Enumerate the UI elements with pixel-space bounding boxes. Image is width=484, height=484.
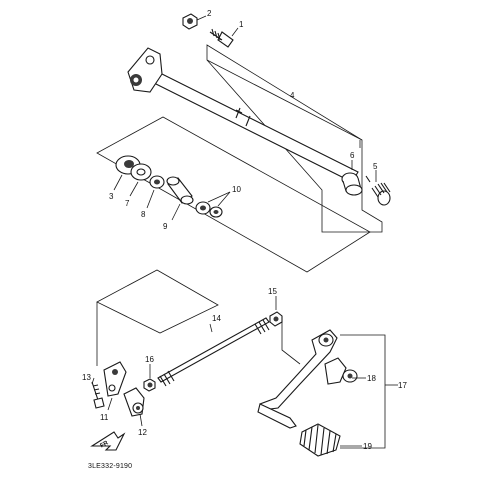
seal-part-10 [195, 201, 223, 218]
locknut-part-15 [269, 311, 283, 327]
shaft-assembly-frame [206, 44, 383, 233]
spacer-parts-frame [96, 116, 371, 273]
callout-11: 11 [100, 413, 109, 422]
tie-rod [157, 317, 270, 387]
callout-14: 14 [212, 314, 221, 323]
return-spring [365, 175, 391, 206]
shift-pedal [257, 329, 338, 429]
circlip-part-8 [149, 175, 165, 189]
callout-8: 8 [141, 210, 146, 219]
callout-4: 4 [290, 91, 295, 100]
callout-5: 5 [373, 162, 378, 171]
callout-15: 15 [268, 287, 277, 296]
shift-shaft [127, 47, 359, 183]
front-direction-indicator: FR [90, 431, 126, 451]
front-indicator-label: FR [100, 440, 110, 449]
washer-part-7 [130, 163, 152, 181]
bushing-part-9 [166, 176, 194, 205]
pedal-joint-18 [324, 357, 358, 385]
callout-16: 16 [145, 355, 154, 364]
callout-18: 18 [367, 374, 376, 383]
callout-9: 9 [163, 222, 168, 231]
bolt-part-13 [91, 381, 105, 409]
bolt-part-upper [209, 28, 234, 48]
callout-19: 19 [363, 442, 372, 451]
callout-6: 6 [350, 151, 355, 160]
pedal-frame [340, 334, 386, 449]
callout-3: 3 [109, 192, 114, 201]
nut-part [182, 13, 198, 30]
callout-7: 7 [125, 199, 130, 208]
locknut-part-16 [143, 378, 156, 392]
callout-2: 2 [207, 9, 212, 18]
pedal-arm-frame [281, 320, 301, 365]
leader-lines [91, 15, 377, 447]
callout-12: 12 [138, 428, 147, 437]
callout-1: 1 [239, 20, 244, 29]
linkage-lever [103, 361, 127, 397]
callout-17: 17 [398, 381, 407, 390]
part-code-label: 3LE332-9190 [88, 463, 132, 470]
ball-joint-12 [123, 387, 145, 417]
linkage-frame [96, 269, 219, 334]
callout-10: 10 [232, 185, 241, 194]
footrest-rubber-19 [299, 423, 341, 457]
shaft-collar [341, 172, 363, 196]
shaft-frame-edge [206, 59, 363, 141]
callout-13: 13 [82, 373, 91, 382]
